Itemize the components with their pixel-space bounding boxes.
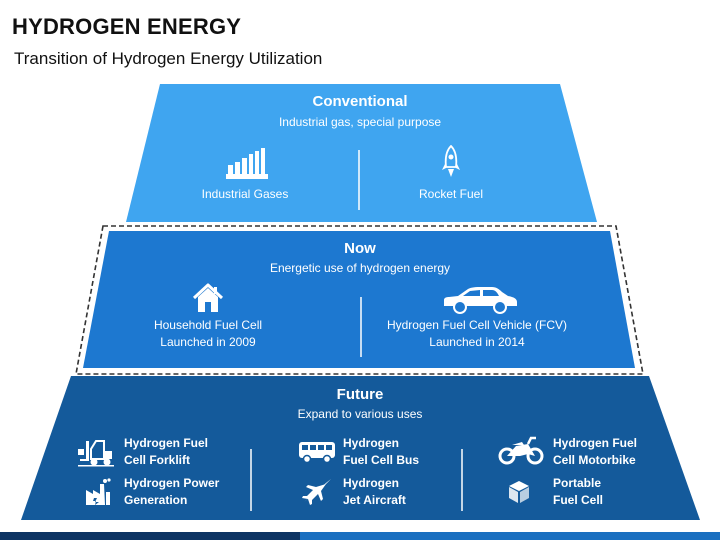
bottom-bar-accent — [300, 532, 720, 540]
future-item-line1: Portable — [553, 476, 602, 490]
future-subtitle: Expand to various uses — [297, 407, 423, 421]
conventional-item-label: Industrial Gases — [201, 187, 289, 201]
power-plant-icon — [86, 478, 111, 505]
now-item-line2: Launched in 2009 — [160, 335, 256, 349]
future-item-line1: Hydrogen Power — [124, 476, 220, 490]
now-title: Now — [344, 240, 376, 257]
now-item-line1: Household Fuel Cell — [153, 318, 263, 332]
box-icon — [509, 481, 529, 503]
now-item-line2: Launched in 2014 — [429, 335, 525, 349]
conventional-tier — [126, 84, 597, 222]
future-item-line2: Fuel Cell Bus — [343, 453, 420, 467]
factory-icon — [226, 148, 268, 179]
motorbike-icon — [498, 436, 544, 465]
conventional-title: Conventional — [312, 93, 408, 110]
future-item-line1: Hydrogen — [343, 476, 400, 490]
now-tier — [83, 231, 635, 368]
future-item-line1: Hydrogen — [343, 436, 400, 450]
future-item-line1: Hydrogen Fuel — [124, 436, 209, 450]
forklift-icon — [78, 440, 114, 467]
page-title: HYDROGEN ENERGY — [12, 14, 242, 39]
jet-icon — [302, 479, 331, 505]
future-item-line2: Jet Aircraft — [343, 493, 406, 507]
future-item-line2: Generation — [124, 493, 188, 507]
house-icon — [192, 283, 224, 312]
bus-icon — [299, 442, 335, 463]
conventional-item-label: Rocket Fuel — [418, 187, 484, 201]
now-item-line1: Hydrogen Fuel Cell Vehicle (FCV) — [386, 318, 568, 332]
now-tier-outline — [75, 225, 644, 375]
future-item-line2: Cell Forklift — [124, 453, 191, 467]
car-icon — [444, 287, 517, 314]
future-item-line2: Cell Motorbike — [553, 453, 636, 467]
now-subtitle: Energetic use of hydrogen energy — [269, 261, 451, 275]
conventional-subtitle: Industrial gas, special purpose — [278, 115, 442, 129]
rocket-icon — [442, 145, 460, 177]
future-item-line1: Hydrogen Fuel — [553, 436, 638, 450]
future-item-line2: Fuel Cell — [553, 493, 604, 507]
page-subtitle: Transition of Hydrogen Energy Utilizatio… — [14, 49, 323, 68]
future-title: Future — [336, 386, 384, 403]
future-tier — [21, 376, 700, 520]
